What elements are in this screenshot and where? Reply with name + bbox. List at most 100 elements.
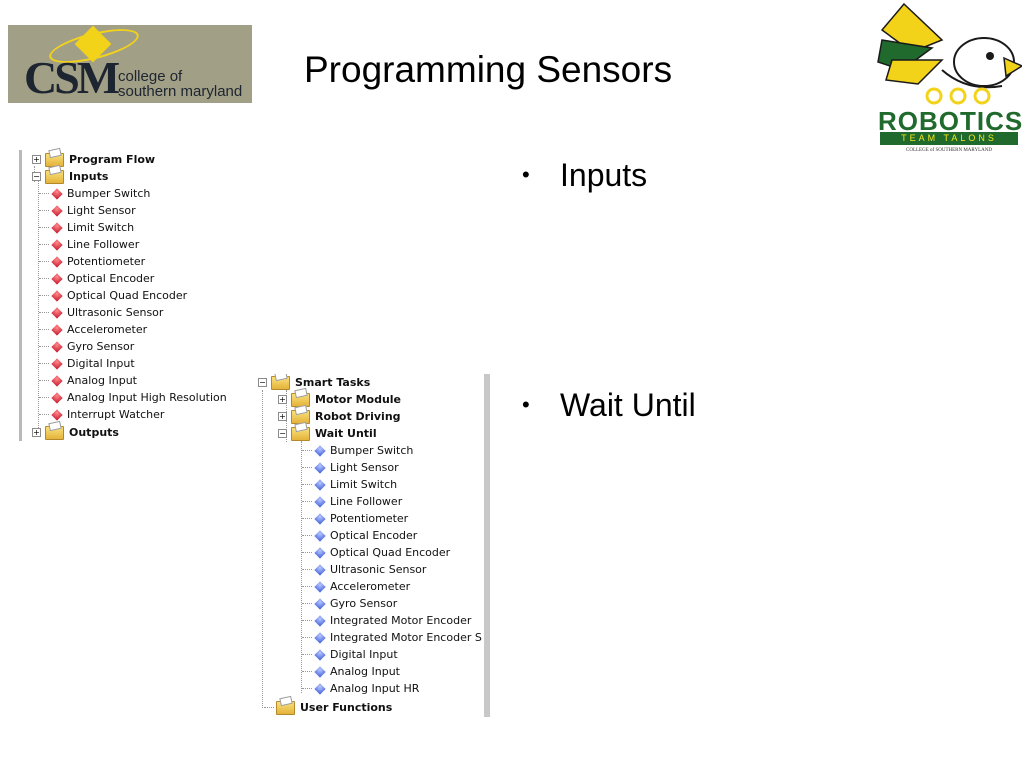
folder-icon bbox=[45, 169, 64, 184]
tree-item-label: Digital Input bbox=[67, 357, 135, 370]
tree-guide-line bbox=[301, 441, 302, 693]
expand-plus-icon[interactable]: + bbox=[278, 412, 287, 421]
wait-block-icon bbox=[314, 546, 326, 559]
tree-item-label: Limit Switch bbox=[330, 478, 398, 491]
tree-item-label: Motor Module bbox=[315, 393, 402, 406]
tree-item-limit-switch[interactable]: Limit Switch bbox=[39, 219, 134, 236]
expand-plus-icon[interactable]: + bbox=[32, 155, 41, 164]
collapse-minus-icon[interactable]: − bbox=[278, 429, 287, 438]
tree-item-label: Line Follower bbox=[67, 238, 140, 251]
tree-item-wait-digital-input[interactable]: Digital Input bbox=[302, 646, 398, 663]
tree-item-smart-tasks[interactable]: − Smart Tasks bbox=[258, 374, 370, 391]
input-block-icon bbox=[51, 221, 63, 234]
tree-item-user-functions[interactable]: User Functions bbox=[264, 699, 392, 716]
tree-item-analog-input-high-resolution[interactable]: Analog Input High Resolution bbox=[39, 389, 227, 406]
bullet-wait-until: •Wait Until bbox=[522, 386, 696, 424]
tree-item-label: Analog Input bbox=[67, 374, 137, 387]
tree-item-wait-bumper-switch[interactable]: Bumper Switch bbox=[302, 442, 413, 459]
tree-item-label: Optical Encoder bbox=[330, 529, 418, 542]
wait-block-icon bbox=[314, 512, 326, 525]
tree-item-label: User Functions bbox=[300, 701, 393, 714]
tree-item-bumper-switch[interactable]: Bumper Switch bbox=[39, 185, 150, 202]
tree-item-label: Accelerometer bbox=[330, 580, 411, 593]
tree-item-wait-integrated-motor-encoder-s[interactable]: Integrated Motor Encoder S bbox=[302, 629, 482, 646]
tree-item-label: Accelerometer bbox=[67, 323, 148, 336]
tree-item-wait-gyro-sensor[interactable]: Gyro Sensor bbox=[302, 595, 397, 612]
tree-item-label: Light Sensor bbox=[330, 461, 399, 474]
tree-item-wait-line-follower[interactable]: Line Follower bbox=[302, 493, 402, 510]
tree-item-wait-limit-switch[interactable]: Limit Switch bbox=[302, 476, 397, 493]
wait-block-icon bbox=[314, 580, 326, 593]
tree-item-label: Gyro Sensor bbox=[330, 597, 398, 610]
bullet-dot: • bbox=[522, 392, 530, 417]
tree-item-wait-until[interactable]: − Wait Until bbox=[278, 425, 377, 442]
tree-item-wait-ultrasonic-sensor[interactable]: Ultrasonic Sensor bbox=[302, 561, 426, 578]
input-block-icon bbox=[51, 357, 63, 370]
tree-item-potentiometer[interactable]: Potentiometer bbox=[39, 253, 145, 270]
tree-item-wait-potentiometer[interactable]: Potentiometer bbox=[302, 510, 408, 527]
expand-plus-icon[interactable]: + bbox=[32, 428, 41, 437]
tree-item-wait-accelerometer[interactable]: Accelerometer bbox=[302, 578, 410, 595]
tree-item-program-flow[interactable]: + Program Flow bbox=[32, 151, 155, 168]
slide-title: Programming Sensors bbox=[304, 49, 673, 90]
robotics-subtitle: COLLEGE of SOUTHERN MARYLAND bbox=[906, 148, 992, 153]
tree-item-optical-quad-encoder[interactable]: Optical Quad Encoder bbox=[39, 287, 187, 304]
csm-logo: CSM college of southern maryland bbox=[8, 25, 252, 103]
tree-item-label: Potentiometer bbox=[67, 255, 146, 268]
tree-item-wait-light-sensor[interactable]: Light Sensor bbox=[302, 459, 399, 476]
collapse-minus-icon[interactable]: − bbox=[258, 378, 267, 387]
folder-icon bbox=[291, 426, 310, 441]
bullet-text: Inputs bbox=[560, 157, 648, 193]
folder-icon bbox=[45, 152, 64, 167]
input-block-icon bbox=[51, 408, 63, 421]
input-block-icon bbox=[51, 340, 63, 353]
wait-block-icon bbox=[314, 461, 326, 474]
csm-tagline: college of southern maryland bbox=[118, 69, 242, 99]
tree-item-label: Program Flow bbox=[69, 153, 156, 166]
tree-item-light-sensor[interactable]: Light Sensor bbox=[39, 202, 136, 219]
expand-plus-icon[interactable]: + bbox=[278, 395, 287, 404]
wait-block-icon bbox=[314, 682, 326, 695]
tree-item-label: Optical Quad Encoder bbox=[67, 289, 188, 302]
tree-item-line-follower[interactable]: Line Follower bbox=[39, 236, 139, 253]
wait-block-icon bbox=[314, 597, 326, 610]
tree-item-accelerometer[interactable]: Accelerometer bbox=[39, 321, 147, 338]
input-block-icon bbox=[51, 204, 63, 217]
input-block-icon bbox=[51, 306, 63, 319]
tree-item-label: Analog Input HR bbox=[330, 682, 420, 695]
tree-item-robot-driving[interactable]: + Robot Driving bbox=[278, 408, 401, 425]
input-block-icon bbox=[51, 272, 63, 285]
tree-item-wait-optical-encoder[interactable]: Optical Encoder bbox=[302, 527, 417, 544]
wait-block-icon bbox=[314, 563, 326, 576]
tree-item-label: Smart Tasks bbox=[295, 376, 371, 389]
tree-item-digital-input[interactable]: Digital Input bbox=[39, 355, 135, 372]
tree-item-wait-analog-input-hr[interactable]: Analog Input HR bbox=[302, 680, 419, 697]
tree-item-optical-encoder[interactable]: Optical Encoder bbox=[39, 270, 154, 287]
tree-item-motor-module[interactable]: + Motor Module bbox=[278, 391, 401, 408]
wait-block-icon bbox=[314, 648, 326, 661]
input-block-icon bbox=[51, 391, 63, 404]
input-block-icon bbox=[51, 374, 63, 387]
tree-item-label: Bumper Switch bbox=[67, 187, 151, 200]
wait-block-icon bbox=[314, 529, 326, 542]
csm-tagline-1: college of bbox=[118, 68, 183, 85]
tree-item-label: Wait Until bbox=[315, 427, 377, 440]
tree-guide-line bbox=[38, 175, 39, 434]
tree-item-inputs[interactable]: − Inputs bbox=[32, 168, 108, 185]
tree-item-interrupt-watcher[interactable]: Interrupt Watcher bbox=[39, 406, 164, 423]
robotics-team-logo: ROBOTICS TEAM TALONS COLLEGE of SOUTHERN… bbox=[872, 0, 1024, 160]
tree-item-gyro-sensor[interactable]: Gyro Sensor bbox=[39, 338, 134, 355]
tree-item-outputs[interactable]: + Outputs bbox=[32, 424, 119, 441]
collapse-minus-icon[interactable]: − bbox=[32, 172, 41, 181]
tree-guide-line bbox=[262, 390, 263, 708]
input-block-icon bbox=[51, 255, 63, 268]
tree-item-analog-input[interactable]: Analog Input bbox=[39, 372, 137, 389]
tree-item-wait-analog-input[interactable]: Analog Input bbox=[302, 663, 400, 680]
folder-icon bbox=[271, 375, 290, 390]
tree-item-wait-optical-quad-encoder[interactable]: Optical Quad Encoder bbox=[302, 544, 450, 561]
tree-item-label: Analog Input High Resolution bbox=[67, 391, 227, 404]
tree-item-wait-integrated-motor-encoder[interactable]: Integrated Motor Encoder bbox=[302, 612, 471, 629]
wait-block-icon bbox=[314, 478, 326, 491]
tree-item-ultrasonic-sensor[interactable]: Ultrasonic Sensor bbox=[39, 304, 163, 321]
team-talons-band: TEAM TALONS bbox=[880, 132, 1018, 145]
